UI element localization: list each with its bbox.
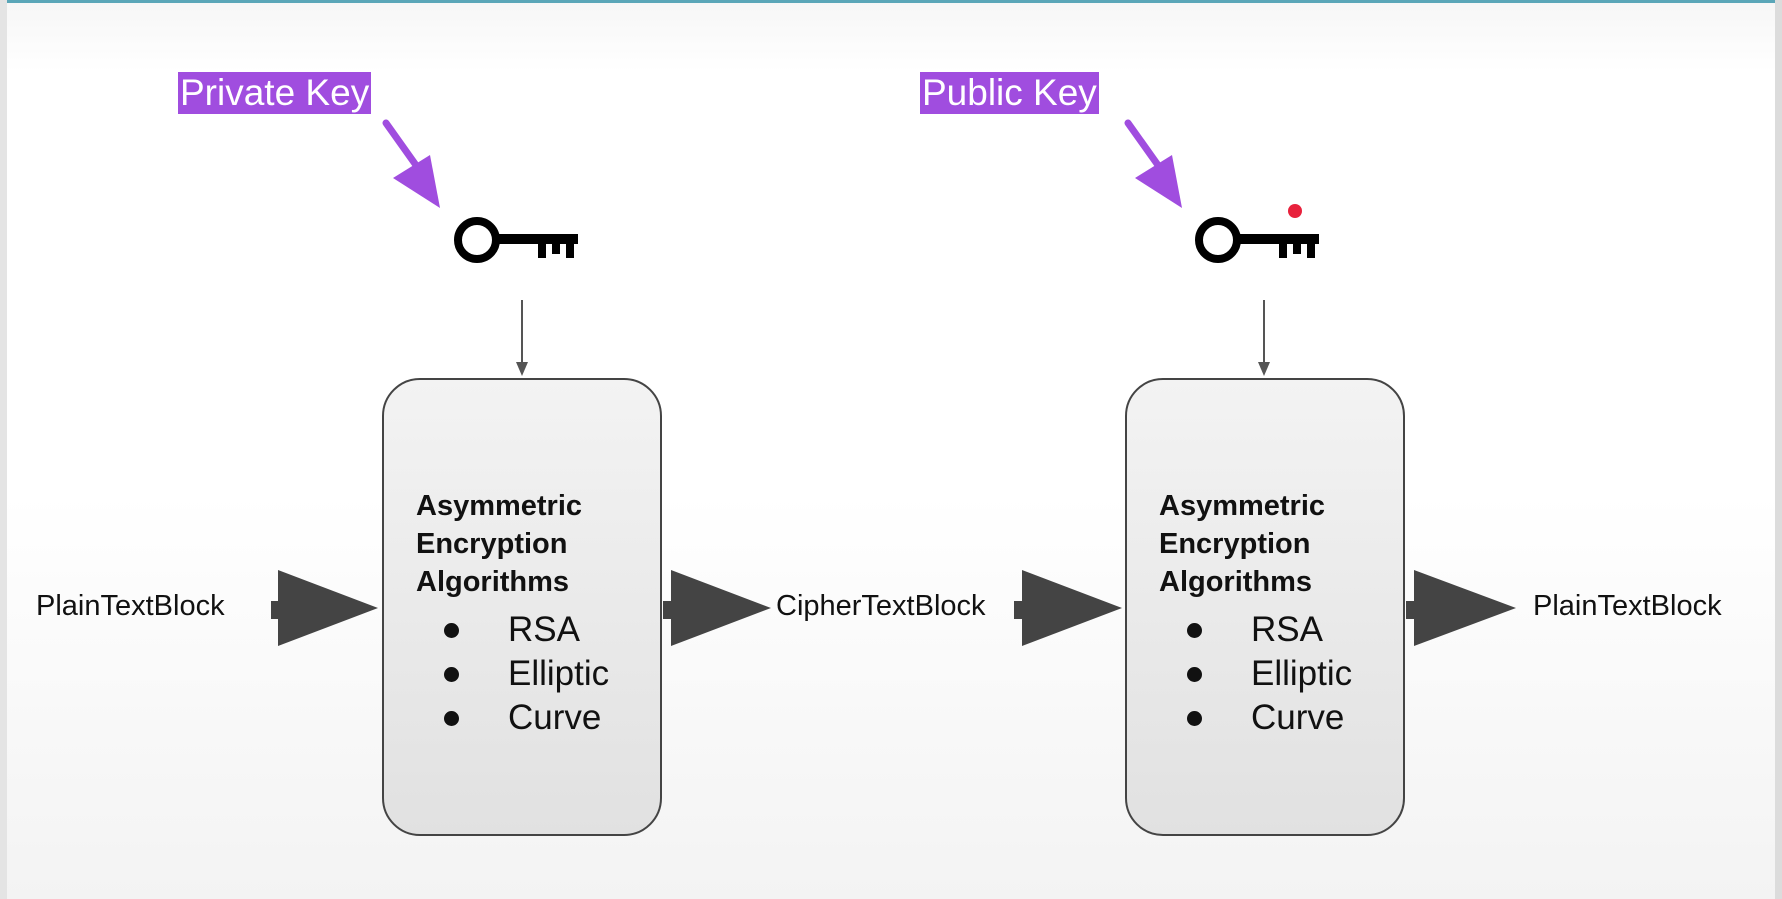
private-key-icon: [454, 217, 578, 263]
ciphertext-label: CipherTextBlock: [776, 590, 986, 622]
flow-arrow-from-cipher: [1014, 570, 1122, 646]
algorithm-list: RSA Elliptic Curve: [444, 608, 609, 740]
private-key-connector: [516, 300, 528, 376]
algorithm-title: Asymmetric Encryption Algorithms: [1159, 490, 1326, 598]
right-border: [1775, 0, 1782, 899]
flow-arrow-input: [271, 570, 378, 646]
plaintext-output-label: PlainTextBlock: [1533, 590, 1722, 622]
pointer-dot: [1288, 204, 1302, 218]
public-key-pointer-arrow: [1124, 119, 1182, 208]
algorithm-item: RSA: [444, 608, 609, 652]
left-border: [0, 0, 7, 899]
algorithm-list: RSA Elliptic Curve: [1187, 608, 1352, 740]
algorithm-item: Elliptic: [1187, 652, 1352, 696]
algorithm-title: Asymmetric Encryption Algorithms: [416, 490, 583, 598]
public-key-connector: [1258, 300, 1270, 376]
plaintext-input-label: PlainTextBlock: [36, 590, 225, 622]
flow-arrow-output: [1406, 570, 1516, 646]
algorithm-item: RSA: [1187, 608, 1352, 652]
private-key-label: Private Key: [178, 72, 372, 114]
flow-arrow-to-cipher: [663, 570, 771, 646]
private-key-pointer-arrow: [382, 119, 440, 208]
top-border: [0, 0, 1782, 3]
decryption-algorithm-box: Asymmetric Encryption Algorithms RSA Ell…: [1125, 378, 1405, 836]
algorithm-item: Curve: [444, 696, 609, 740]
encryption-algorithm-box: Asymmetric Encryption Algorithms RSA Ell…: [382, 378, 662, 836]
public-key-icon: [1195, 217, 1319, 263]
algorithm-item: Elliptic: [444, 652, 609, 696]
algorithm-item: Curve: [1187, 696, 1352, 740]
public-key-label: Public Key: [920, 72, 1099, 114]
